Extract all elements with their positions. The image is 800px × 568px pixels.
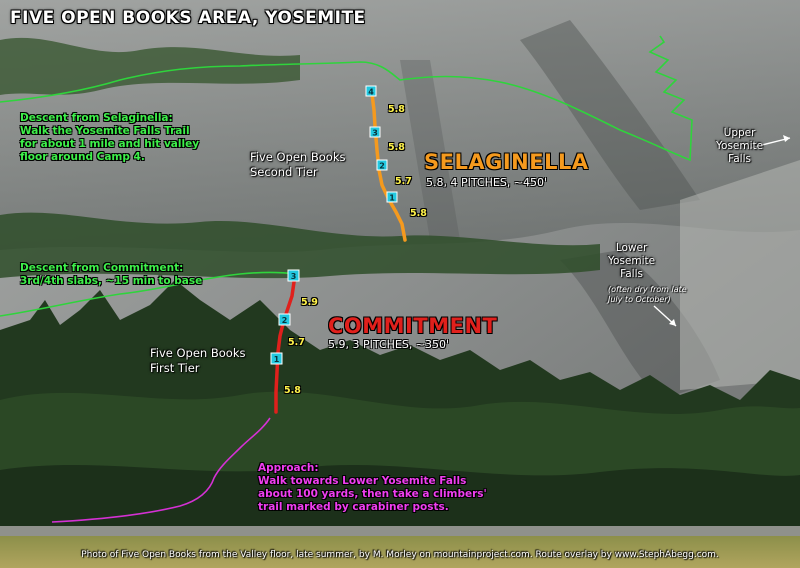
pitch-grade: 5.7 — [288, 337, 305, 348]
photo-credit-caption: Photo of Five Open Books from the Valley… — [81, 550, 719, 560]
pitch-grade: 5.8 — [284, 385, 301, 396]
tier-label-line: First Tier — [150, 361, 200, 375]
belay-marker — [376, 159, 388, 171]
commitment-route-summary: 5.9, 3 PITCHES, ~350' — [328, 338, 450, 351]
selaginella-route-summary: 5.8, 4 PITCHES, ~450' — [426, 176, 548, 189]
approach-line — [51, 417, 271, 523]
dark-streak-2 — [400, 60, 460, 240]
belay-number: 3 — [291, 272, 297, 281]
belay-number: 1 — [389, 194, 395, 203]
upper-falls-arrow — [749, 137, 791, 149]
pitch-grade: 5.8 — [388, 104, 405, 115]
top-tree-band — [0, 37, 300, 95]
lower-falls-label: Lower Yosemite Falls — [608, 242, 655, 281]
falls-label-line: Yosemite — [608, 255, 656, 267]
selaginella-route-line — [370, 92, 407, 242]
belay-marker — [287, 269, 300, 282]
descent-line: floor around Camp 4. — [20, 151, 145, 163]
belay-marker — [365, 85, 377, 97]
approach-line-text: trail marked by carabiner posts. — [258, 501, 449, 513]
belay-number: 4 — [368, 88, 374, 97]
selaginella-belay-markers: 4 3 2 1 — [365, 85, 398, 203]
belay-number: 2 — [379, 162, 385, 171]
tier-label-line: Five Open Books — [150, 346, 246, 360]
descent-line: 3rd/4th slabs, ~15 min to base — [20, 275, 203, 287]
selaginella-descent-line — [0, 35, 693, 162]
falls-label-line: Upper — [723, 127, 756, 139]
pitch-grade: 5.8 — [388, 142, 405, 153]
commitment-belay-markers: 3 2 1 — [270, 269, 300, 365]
descent-line: for about 1 mile and hit valley — [20, 138, 200, 150]
pitch-grade: 5.8 — [410, 208, 427, 219]
upper-tree-band — [0, 212, 600, 279]
belay-number: 2 — [282, 316, 288, 325]
descent-line: Descent from Commitment: — [20, 262, 184, 274]
meadow — [0, 536, 800, 568]
second-tier-label: Five Open Books Second Tier — [250, 150, 346, 180]
commitment-descent-note: Descent from Commitment: 3rd/4th slabs, … — [20, 262, 202, 288]
tier-label-line: Five Open Books — [250, 150, 346, 164]
selaginella-route-name: SELAGINELLA — [424, 150, 589, 174]
belay-marker — [369, 126, 381, 138]
upper-falls-label: Upper Yosemite Falls — [716, 127, 763, 166]
belay-number: 1 — [274, 355, 280, 364]
forest-deep — [0, 465, 800, 535]
falls-label-line: Lower — [615, 242, 648, 254]
approach-line-text: about 100 yards, then take a climbers' — [258, 488, 487, 500]
falls-label-line: Yosemite — [716, 140, 764, 152]
belay-marker — [386, 191, 398, 203]
descent-line: Descent from Selaginella: — [20, 112, 173, 124]
falls-label-line: Falls — [728, 153, 751, 165]
upper-falls-arrowhead — [783, 135, 790, 142]
commitment-descent-line — [0, 271, 297, 317]
first-tier-label: Five Open Books First Tier — [150, 346, 246, 376]
belay-marker — [278, 313, 291, 326]
lower-falls-note: (often dry from late July to October) — [608, 285, 687, 305]
approach-line-text: Approach: — [258, 462, 319, 474]
approach-note: Approach: Walk towards Lower Yosemite Fa… — [258, 462, 487, 514]
right-buttress — [680, 160, 800, 390]
belay-marker — [270, 352, 283, 365]
commitment-route-name: COMMITMENT — [328, 314, 498, 338]
falls-label-line: Falls — [620, 268, 643, 280]
pitch-grade: 5.7 — [395, 176, 412, 187]
belay-number: 3 — [372, 129, 378, 138]
falls-note-line: (often dry from late — [608, 285, 687, 294]
falls-note-line: July to October) — [608, 295, 671, 304]
approach-line-text: Walk towards Lower Yosemite Falls — [258, 475, 467, 487]
map-title: FIVE OPEN BOOKS AREA, YOSEMITE — [10, 8, 366, 28]
road — [0, 526, 800, 536]
lower-falls-arrowhead — [669, 319, 676, 326]
commitment-route-line — [274, 280, 296, 414]
pitch-grade: 5.9 — [301, 297, 318, 308]
descent-line: Walk the Yosemite Falls Trail — [20, 125, 190, 137]
dark-streak — [520, 20, 700, 210]
tier-label-line: Second Tier — [250, 165, 318, 179]
selaginella-descent-note: Descent from Selaginella: Walk the Yosem… — [20, 112, 199, 164]
